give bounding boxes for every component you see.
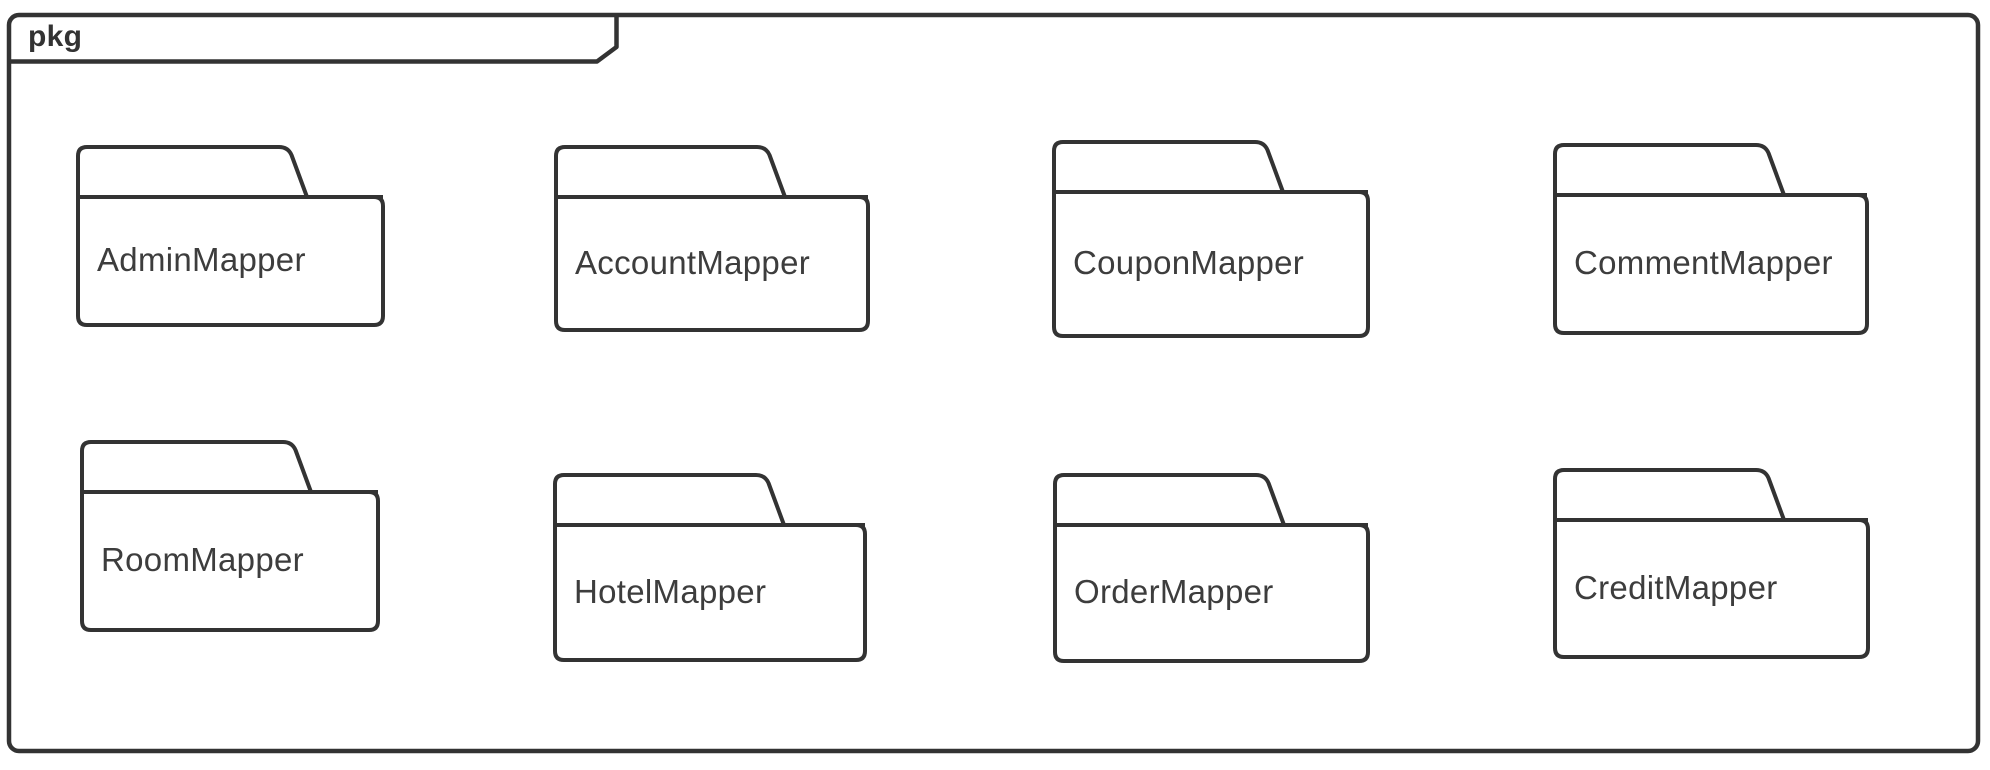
folder-icon [76,145,385,327]
frame-tab-label: pkg [28,20,83,53]
package-commentmapper: CommentMapper [1553,143,1869,335]
folder-icon [553,473,867,662]
folder-icon [1553,143,1869,335]
package-roommapper: RoomMapper [80,440,380,632]
package-accountmapper: AccountMapper [554,145,870,332]
folder-icon [554,145,870,332]
folder-icon [80,440,380,632]
package-ordermapper: OrderMapper [1053,473,1370,663]
frame-rect [6,12,1981,754]
frame-tab-outline [9,15,619,64]
package-adminmapper: AdminMapper [76,145,385,327]
folder-icon [1052,140,1370,338]
package-creditmapper: CreditMapper [1553,468,1870,659]
folder-icon [1553,468,1870,659]
package-couponmapper: CouponMapper [1052,140,1370,338]
package-hotelmapper: HotelMapper [553,473,867,662]
folder-icon [1053,473,1370,663]
